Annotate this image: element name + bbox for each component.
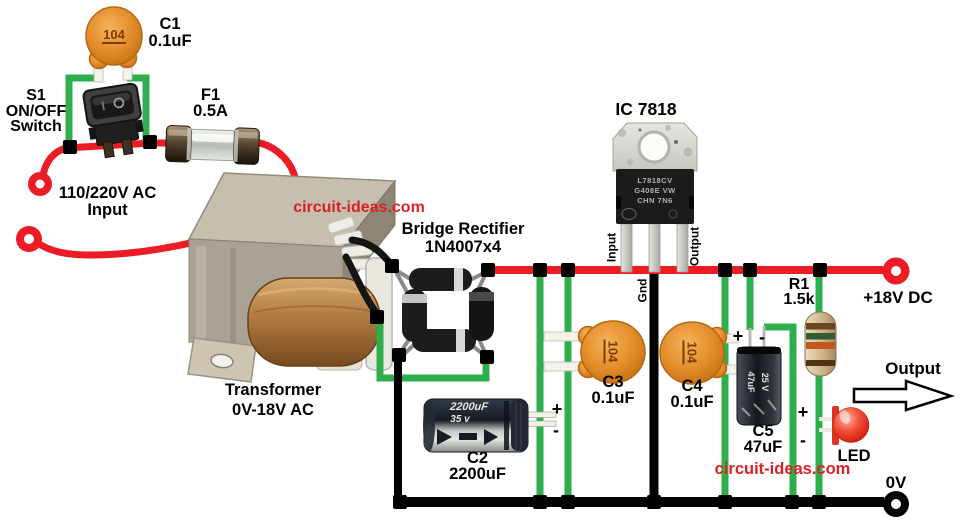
junction-dots	[63, 135, 827, 509]
c2-plus-sign: +	[551, 399, 563, 419]
c2-minus-sign: -	[553, 420, 559, 440]
c5-electrolytic-capacitor	[736, 326, 782, 426]
c3-marking: 104	[603, 339, 621, 364]
led-illustration	[819, 406, 870, 445]
watermark-bottom: circuit-ideas.com	[714, 460, 851, 478]
c1-disc-capacitor	[85, 6, 143, 83]
ac-terminal-1	[28, 172, 52, 196]
switch-illustration	[82, 82, 144, 159]
c2-body-text-2: 35 v	[450, 414, 470, 425]
ic-7818-illustration	[612, 122, 698, 273]
c5-plus-sign: +	[732, 326, 744, 346]
led-label: LED	[837, 447, 871, 465]
c3-disc-capacitor	[543, 320, 646, 384]
output-arrow-label: Output	[885, 359, 941, 378]
fuse-illustration	[165, 125, 260, 165]
c1-marking: 104	[102, 27, 126, 44]
ground-wires	[394, 272, 884, 507]
bridge-rectifier-diodes	[392, 267, 494, 358]
dc-positive-label: +18V DC	[863, 288, 933, 307]
ac-terminal-2	[16, 226, 42, 252]
green-wires	[65, 74, 823, 502]
c4-marking: 104	[682, 340, 700, 365]
led-plus-sign: +	[797, 402, 809, 422]
ic-pin-input-label: Input	[604, 232, 619, 263]
led-minus-sign: -	[800, 430, 806, 450]
c2-electrolytic-capacitor	[423, 398, 557, 453]
dc-positive-terminal	[882, 257, 910, 285]
c5-minus-sign: -	[759, 327, 765, 347]
watermark-top: circuit-ideas.com	[293, 199, 425, 216]
dc-ground-terminal	[883, 491, 909, 517]
r1-resistor	[804, 311, 837, 377]
c5-body-text-2: 25 V	[760, 372, 770, 392]
output-arrow	[852, 379, 956, 412]
ic-pin-gnd-label: Gnd	[635, 278, 650, 303]
c4-disc-capacitor	[659, 321, 739, 385]
dc-ground-label: 0V	[885, 473, 907, 492]
ic-pin-output-label: Output	[687, 226, 702, 267]
ic-label: IC 7818	[615, 99, 677, 119]
c5-body-text: 47uF	[746, 371, 756, 393]
c2-body-text: 2200uF	[449, 401, 489, 413]
